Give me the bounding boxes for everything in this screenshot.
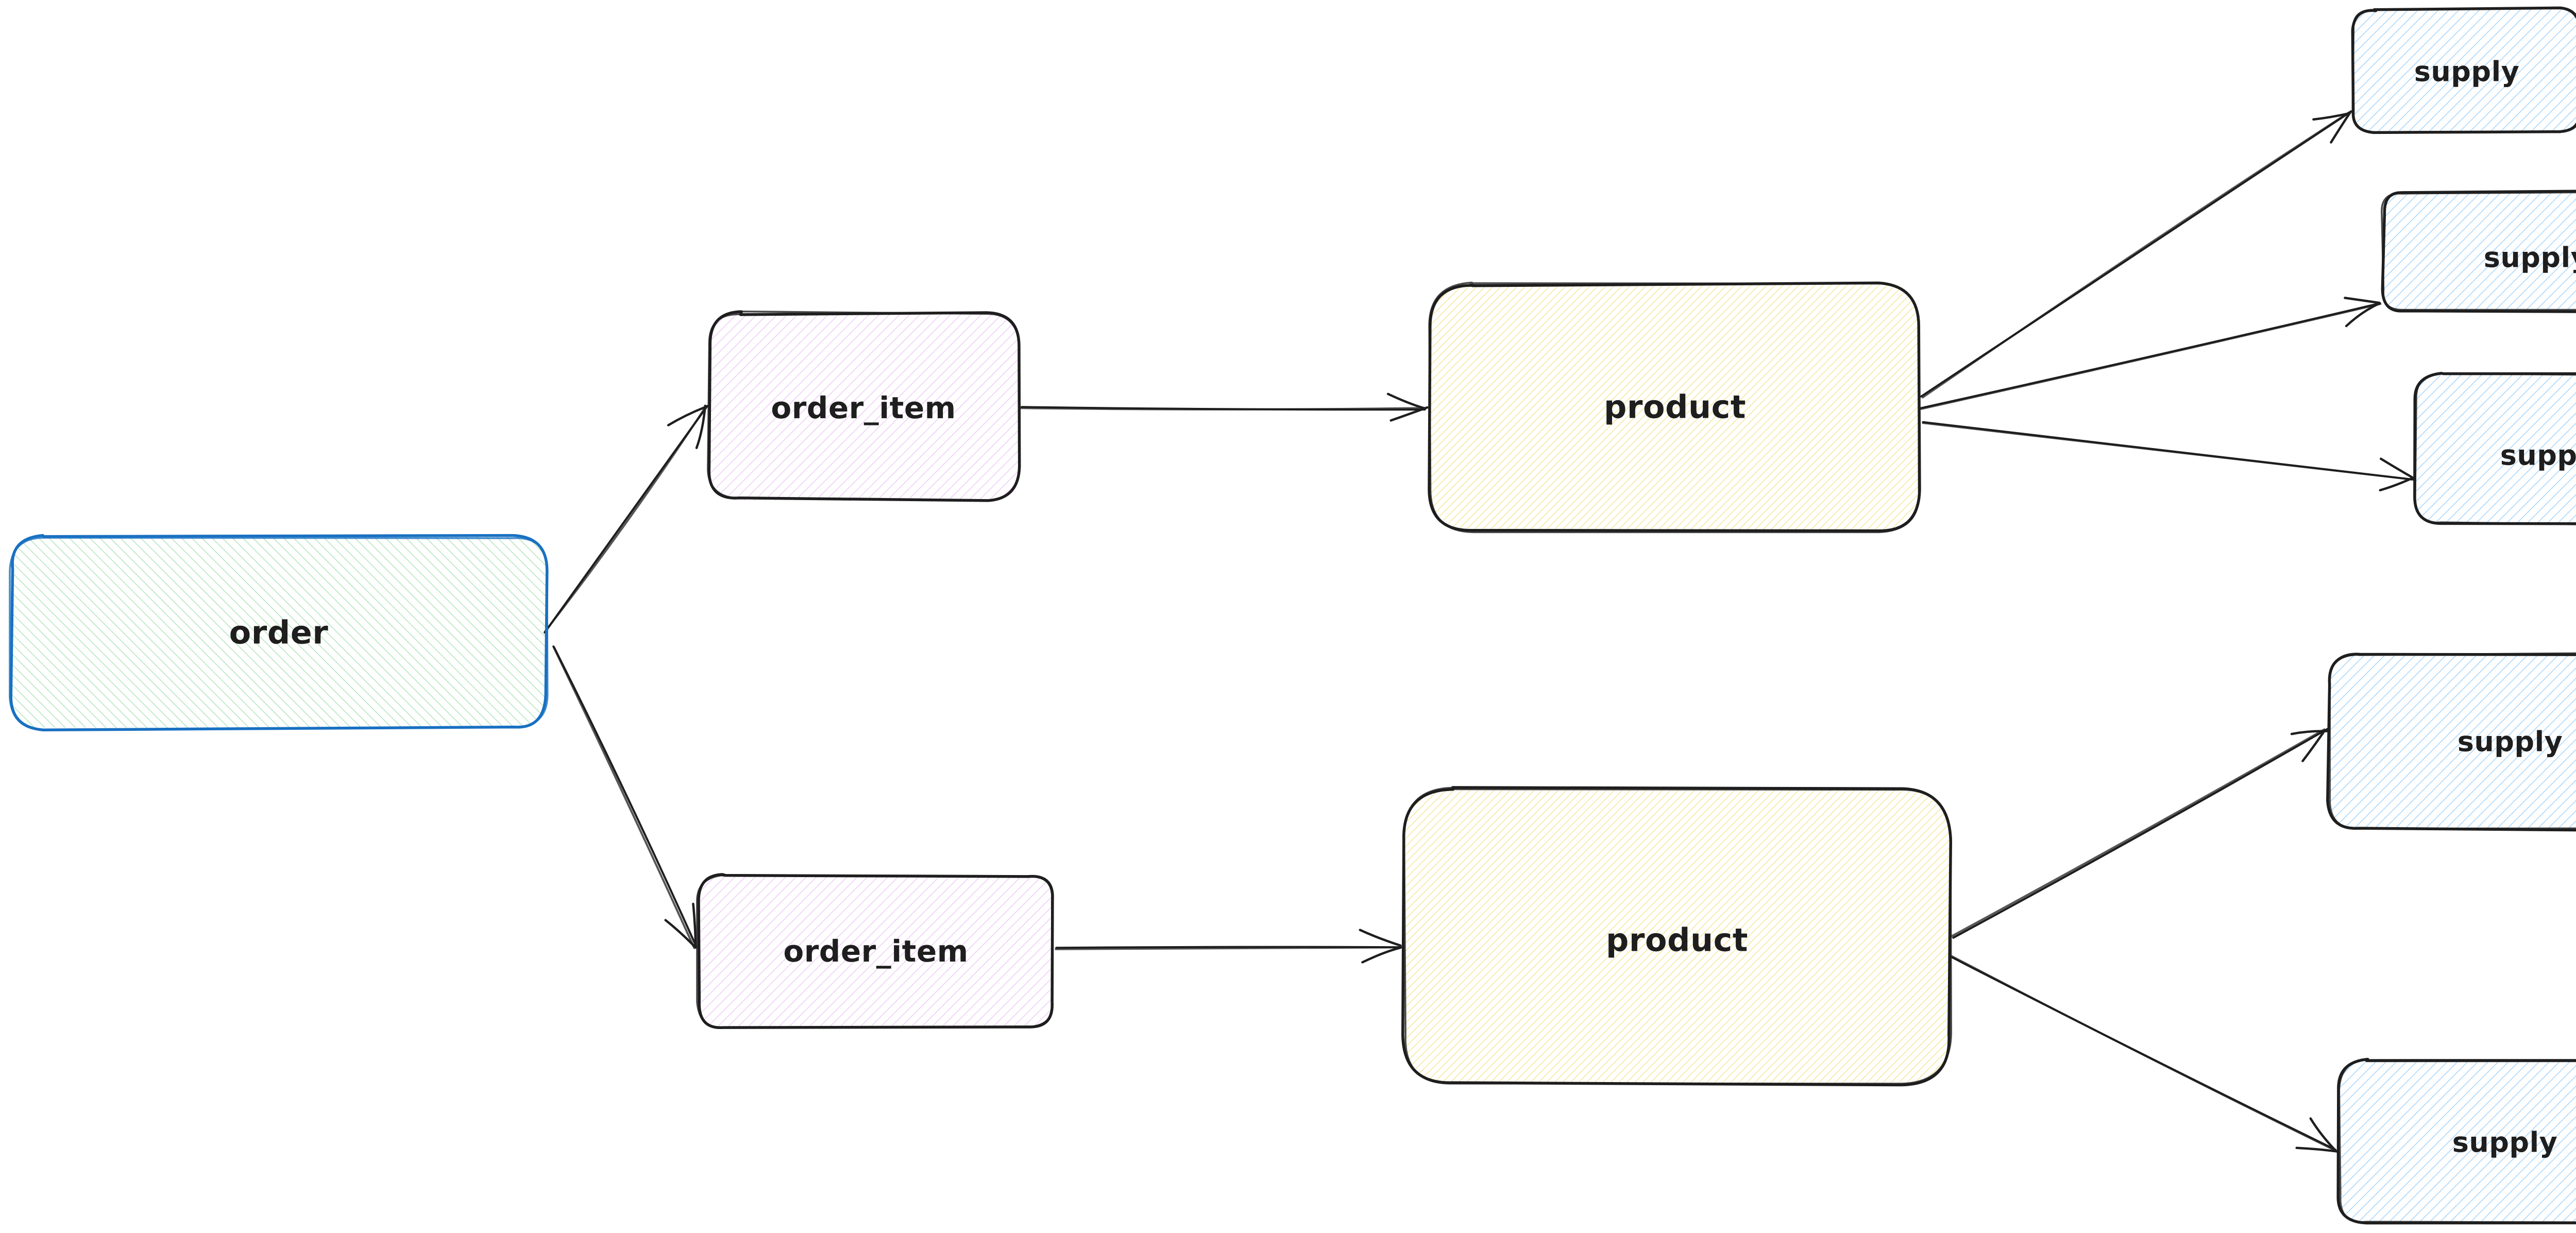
edge-order_item_2-to-product_2[interactable] — [1055, 929, 1402, 964]
node-product_2[interactable] — [1401, 786, 1953, 1087]
node-fill — [1404, 788, 1951, 1085]
node-fill — [2415, 374, 2576, 524]
node-outline — [2338, 1058, 2576, 1224]
node-supply_3[interactable] — [2413, 372, 2576, 526]
node-fill — [697, 875, 1054, 1028]
node-layer — [9, 6, 2576, 1225]
node-outline — [707, 310, 1021, 502]
node-label-order_item_1: order_item — [771, 390, 956, 425]
node-order[interactable] — [9, 534, 549, 731]
node-product_1[interactable] — [1428, 281, 1921, 534]
edge-product_1-to-supply_1[interactable] — [1920, 110, 2352, 399]
node-label-order: order — [229, 613, 329, 652]
edge-product_1-to-supply_3[interactable] — [1922, 421, 2415, 492]
edge-product_2-to-supply_4[interactable] — [1951, 728, 2329, 939]
edge-product_1-to-supply_2[interactable] — [1920, 297, 2382, 410]
edge-order-to-order_item_1[interactable] — [544, 404, 708, 634]
node-outline — [2414, 372, 2576, 525]
node-label-supply_3: supply — [2500, 439, 2576, 472]
node-outline — [2351, 7, 2576, 133]
node-outline — [2329, 652, 2576, 830]
node-label-supply_1: supply — [2414, 55, 2520, 88]
edge-order-to-order_item_2[interactable] — [552, 645, 698, 949]
node-supply_1[interactable] — [2351, 6, 2576, 134]
node-outline — [2381, 190, 2576, 313]
node-label-order_item_2: order_item — [783, 934, 969, 969]
node-supply_2[interactable] — [2381, 190, 2576, 313]
node-fill — [10, 536, 547, 729]
node-fill — [707, 312, 1020, 501]
node-fill — [1430, 283, 1921, 532]
node-outline — [1403, 786, 1953, 1085]
node-label-supply_4: supply — [2457, 725, 2563, 758]
node-fill — [2338, 1060, 2576, 1224]
node-outline — [2381, 191, 2576, 311]
node-label-product_2: product — [1606, 921, 1748, 959]
node-label-supply_2: supply — [2483, 241, 2576, 274]
edge-product_2-to-supply_5[interactable] — [1951, 955, 2338, 1153]
node-supply_5[interactable] — [2336, 1057, 2576, 1225]
node-outline — [696, 874, 1054, 1029]
node-outline — [9, 537, 549, 731]
node-order_item_2[interactable] — [696, 873, 1054, 1029]
edge-order_item_1-to-product_1[interactable] — [1019, 392, 1429, 422]
node-label-supply_5: supply — [2452, 1126, 2558, 1159]
edge-layer — [544, 110, 2415, 1153]
node-order_item_1[interactable] — [707, 310, 1021, 502]
node-fill — [2352, 8, 2576, 132]
node-supply_4[interactable] — [2326, 652, 2576, 832]
node-fill — [2382, 192, 2576, 312]
node-outline — [1428, 281, 1920, 534]
node-fill — [2328, 654, 2576, 829]
node-label-product_1: product — [1604, 388, 1746, 426]
